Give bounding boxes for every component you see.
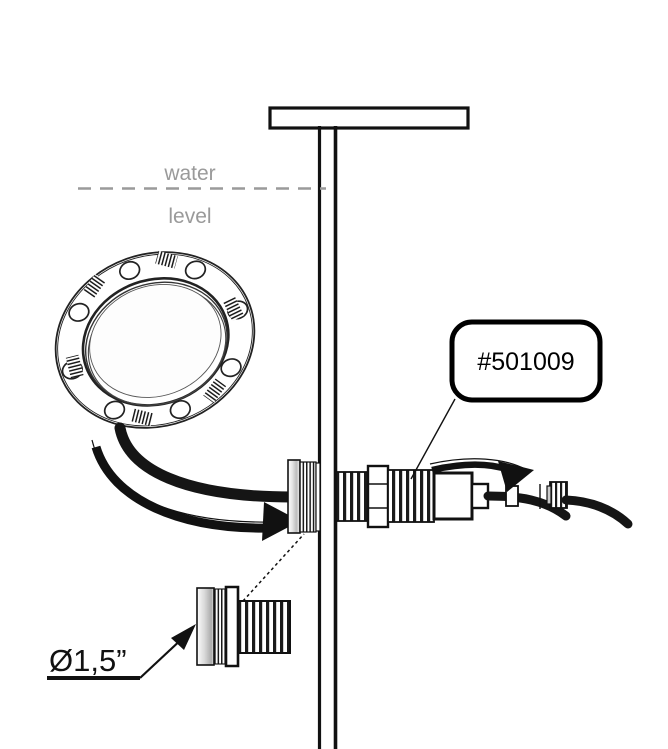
water-label-line2: level xyxy=(168,205,211,228)
leader-callout-to-connector xyxy=(410,398,456,480)
threaded-bulkhead-fitting-detail xyxy=(196,585,291,668)
water-label-line1: water xyxy=(163,162,215,185)
leader-detail-to-wall-fitting xyxy=(242,533,305,602)
leader-diameter-dimension xyxy=(47,624,196,680)
cable-gland-nut xyxy=(546,481,568,509)
curved-arrow-cable-exit-right xyxy=(429,458,534,492)
pool-coping-cap xyxy=(268,106,470,130)
underwater-light-fixture-flange xyxy=(54,250,256,429)
light-rim-tabs xyxy=(65,250,245,427)
part-number-text: #501009 xyxy=(477,348,574,376)
part-number-callout[interactable]: #501009 xyxy=(449,319,603,403)
pool-wall xyxy=(317,126,338,749)
light-power-cable xyxy=(114,422,298,503)
cable-exit-assembly xyxy=(483,481,633,529)
curved-arrow-light-to-fitting xyxy=(91,439,300,541)
through-wall-conduit-fitting xyxy=(287,459,490,534)
diameter-label: Ø1,5” xyxy=(49,643,127,678)
